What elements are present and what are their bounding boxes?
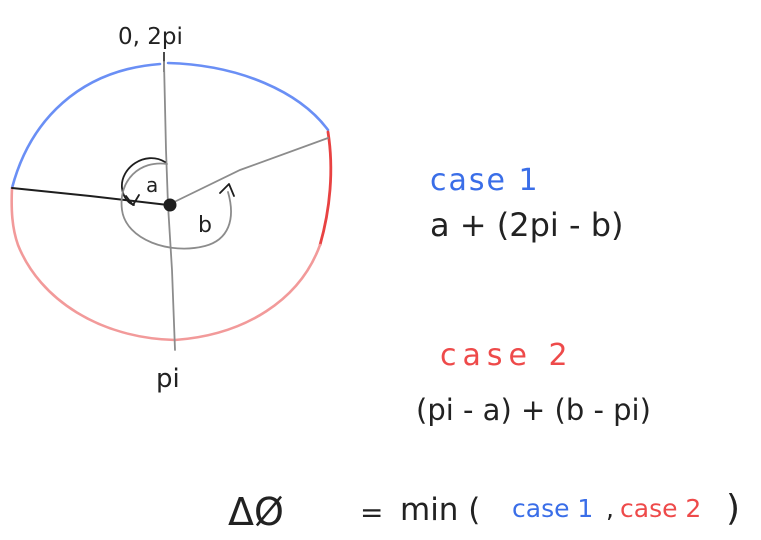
angle-b-arrowhead bbox=[219, 183, 235, 197]
min-arg-case2: case 2 bbox=[620, 494, 701, 523]
case1-title: case 1 bbox=[430, 163, 540, 198]
case2-formula: (pi - a) + (b - pi) bbox=[416, 393, 651, 427]
angle-a-label: a bbox=[146, 173, 158, 197]
arc-upper-right-blue bbox=[166, 61, 330, 132]
min-arg-comma: , bbox=[606, 494, 614, 523]
angle-a-arc bbox=[121, 157, 166, 206]
center-point bbox=[163, 198, 177, 212]
min-close-paren: ) bbox=[726, 488, 740, 529]
case2-title: case 2 bbox=[440, 338, 574, 373]
arc-right-red bbox=[318, 130, 333, 247]
angle-b-arc bbox=[120, 162, 232, 250]
case1-formula: a + (2pi - b) bbox=[430, 206, 624, 244]
radius-line-b bbox=[167, 137, 329, 206]
arc-upper-left-blue bbox=[10, 62, 162, 190]
equals-sign: = bbox=[360, 496, 383, 529]
angle-a-arrowhead bbox=[125, 194, 140, 206]
arc-lower-left-light-red bbox=[10, 186, 177, 342]
pi-label: pi bbox=[156, 364, 180, 394]
zero-two-pi-label: 0, 2pi bbox=[118, 24, 183, 50]
arc-lower-right-light-red bbox=[173, 243, 322, 342]
delta-phi-label: ΔØ bbox=[228, 490, 284, 534]
min-function: min ( bbox=[400, 492, 480, 528]
radius-line-a bbox=[11, 187, 169, 206]
angle-b-label: b bbox=[198, 213, 212, 238]
min-arg-case1: case 1 bbox=[512, 494, 593, 523]
